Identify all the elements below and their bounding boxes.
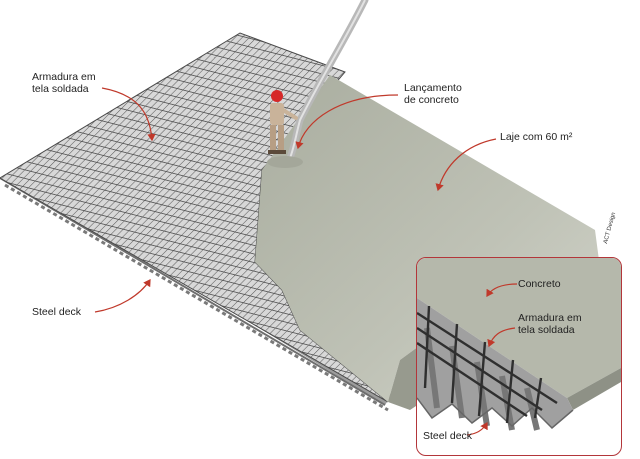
deck-callout-arrow xyxy=(94,279,151,313)
slab-callout-arrow xyxy=(435,138,497,192)
inset-deck-label: Steel deck xyxy=(423,430,473,442)
detail-inset: Concreto Armadura em tela soldada Steel … xyxy=(416,257,622,456)
mesh-label: Armadura em tela soldada xyxy=(32,71,96,95)
mesh-callout-arrow xyxy=(101,87,156,142)
inset-concrete-label: Concreto xyxy=(518,278,561,290)
deck-label: Steel deck xyxy=(32,306,82,318)
pouring-callout-arrow xyxy=(295,94,399,150)
detail-illustration xyxy=(417,258,621,436)
slab-label: Laje com 60 m² xyxy=(500,131,573,143)
pouring-label: Lançamento de concreto xyxy=(404,82,462,106)
worker-icon xyxy=(268,90,298,154)
fresh-concrete-pour xyxy=(267,156,303,168)
inset-concrete-layer xyxy=(417,258,621,398)
inset-mesh-label: Armadura em tela soldada xyxy=(518,312,582,336)
inset-welded-mesh xyxy=(417,305,558,424)
